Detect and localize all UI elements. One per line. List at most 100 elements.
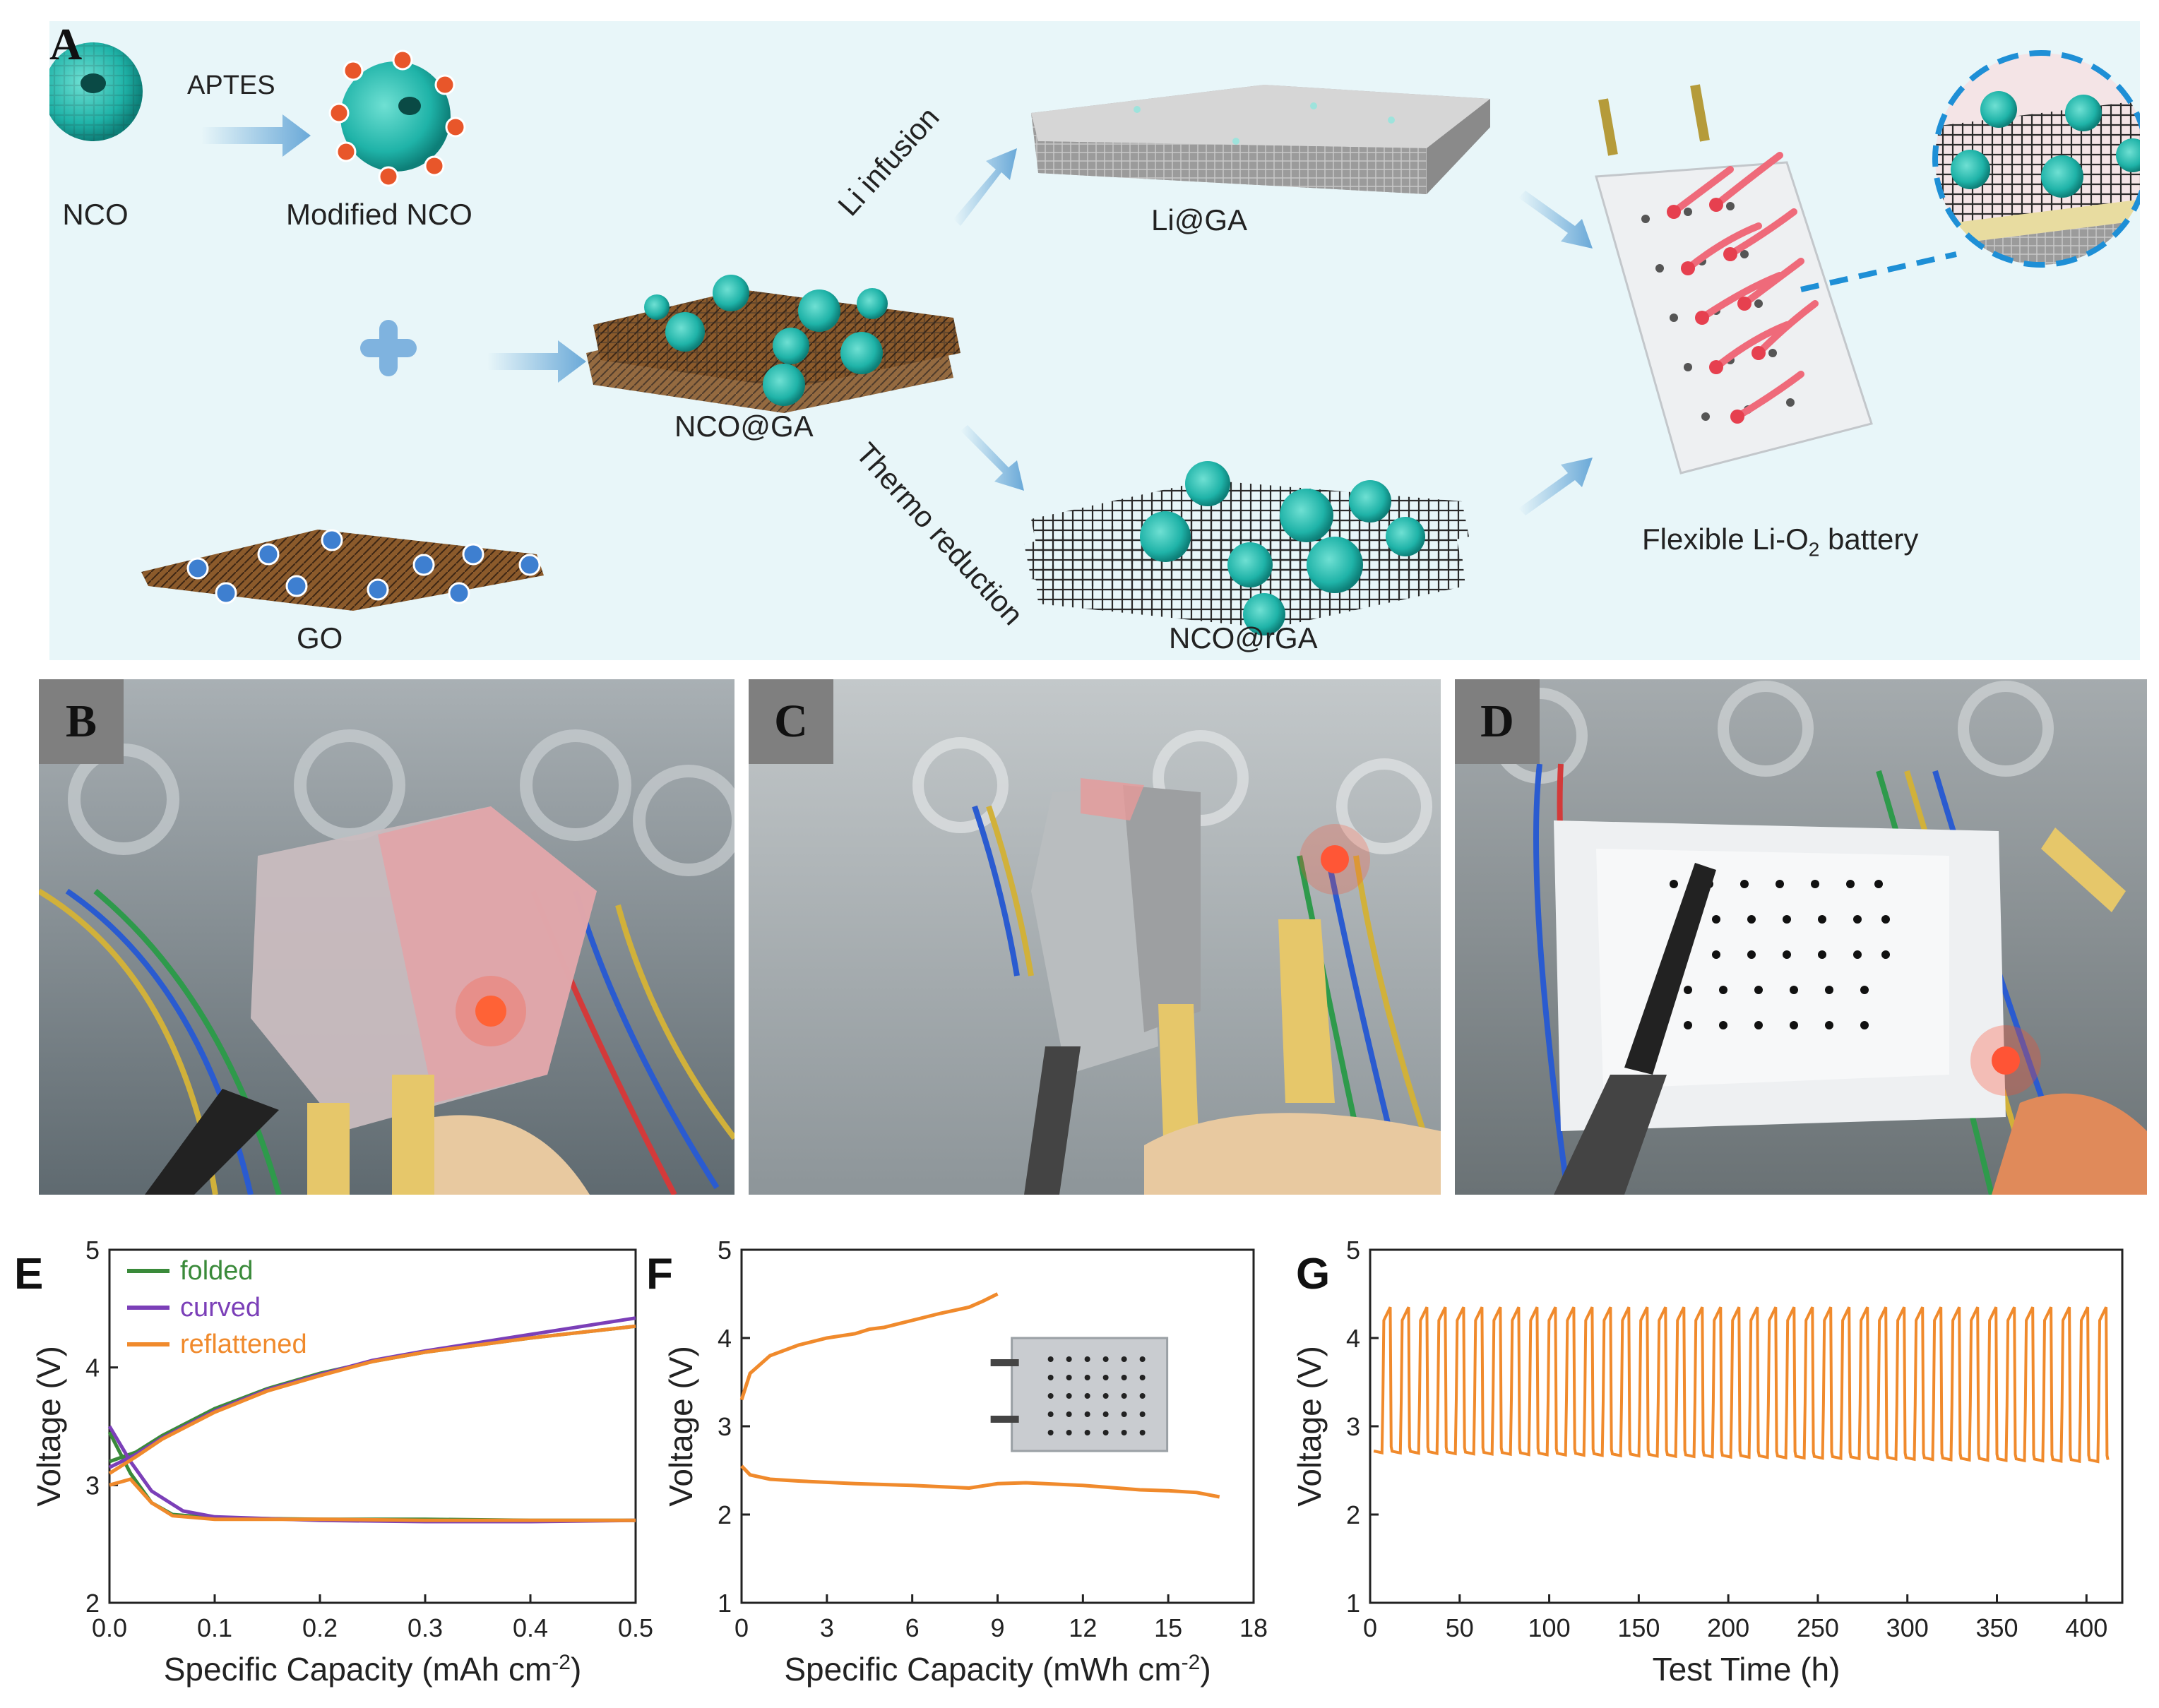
panel-letter-a: A	[49, 19, 83, 69]
inset-hole	[1066, 1393, 1072, 1399]
inset-hole	[1066, 1411, 1072, 1417]
inset-hole	[1047, 1411, 1054, 1417]
inset-hole	[1047, 1430, 1054, 1435]
photo-c-letter-box: C	[749, 679, 833, 764]
schematic-panel-a: NCO APTES Modified NCO GO NCO@GA Li infu…	[44, 21, 2150, 660]
x-tick-label: 0.2	[302, 1613, 338, 1642]
photo-b-illustration	[39, 679, 734, 1195]
x-tick-label: 350	[1975, 1613, 2018, 1642]
x-tick-label: 15	[1154, 1613, 1182, 1642]
x-tick-label: 6	[905, 1613, 920, 1642]
y-tick-label: 5	[85, 1236, 100, 1265]
to-battery-arrow-top	[1518, 191, 1593, 249]
inset-hole	[1084, 1375, 1090, 1380]
series-discharge-line	[107, 1425, 636, 1524]
series-line	[1373, 1306, 2110, 1464]
thermo-arrow	[960, 425, 1024, 491]
label-flexible-battery: Flexible Li-O2 battery	[1642, 522, 1918, 561]
x-tick-label: 12	[1069, 1613, 1097, 1642]
inset-hole	[1102, 1411, 1109, 1417]
x-axis-label: Specific Capacity (mAh cm-2)	[164, 1651, 582, 1688]
inset-hole	[1084, 1430, 1090, 1435]
inset-hole	[1139, 1430, 1146, 1435]
inset-hole	[1047, 1356, 1054, 1362]
battery-label-suffix: battery	[1819, 522, 1919, 556]
x-axis-label: Test Time (h)	[1653, 1651, 1840, 1688]
series-discharge-line	[740, 1464, 1220, 1499]
panel-letter-d: D	[1480, 695, 1514, 747]
panel-letter-c: C	[774, 695, 808, 747]
label-li-ga: Li@GA	[1151, 203, 1248, 237]
label-nco-ga: NCO@GA	[674, 410, 814, 443]
zoom-line	[1800, 251, 1957, 292]
inset-hole	[1047, 1375, 1054, 1380]
label-nco: NCO	[62, 198, 129, 231]
photo-d-illustration	[1455, 679, 2147, 1195]
x-tick-label: 250	[1797, 1613, 1839, 1642]
x-axis-label-sup: -2	[1182, 1651, 1201, 1674]
x-tick-label: 0.1	[197, 1613, 232, 1642]
x-tick-label: 18	[1239, 1613, 1268, 1642]
photo-panel-b: B	[39, 679, 734, 1195]
inset-hole	[1121, 1411, 1127, 1417]
y-tick-label: 5	[1346, 1236, 1360, 1265]
inset-hole	[1139, 1375, 1146, 1380]
inset-hole	[1066, 1356, 1072, 1362]
y-tick-label: 3	[1346, 1412, 1360, 1441]
photo-panel-c: C	[749, 679, 1441, 1195]
label-aptes: APTES	[187, 71, 275, 100]
x-tick-label: 0.4	[513, 1613, 548, 1642]
y-tick-label: 1	[718, 1589, 732, 1618]
x-tick-label: 150	[1617, 1613, 1660, 1642]
battery-pouch	[1595, 84, 1873, 474]
li-infusion-arrow	[953, 148, 1017, 226]
series-charge-line	[739, 1292, 999, 1401]
inset-hole	[1121, 1375, 1127, 1380]
label-go: GO	[297, 621, 343, 655]
inset-hole	[1084, 1356, 1090, 1362]
x-axis-label-main: Test Time (h)	[1653, 1651, 1840, 1688]
label-modified-nco: Modified NCO	[286, 198, 472, 231]
x-tick-label: 0.0	[92, 1613, 127, 1642]
x-axis-label-main: Specific Capacity (mAh cm	[164, 1651, 552, 1688]
x-tick-label: 0.5	[618, 1613, 653, 1642]
inset-hole	[1139, 1356, 1146, 1362]
y-axis-label: Voltage (V)	[1291, 1346, 1328, 1507]
inset-hole	[1102, 1356, 1109, 1362]
inset-hole	[1102, 1375, 1109, 1380]
inset-hole	[1084, 1411, 1090, 1417]
y-tick-label: 4	[85, 1354, 100, 1382]
aptes-arrow	[201, 114, 311, 157]
y-tick-label: 4	[718, 1324, 732, 1353]
inset-hole	[1121, 1430, 1127, 1435]
photo-panel-d: D	[1455, 679, 2147, 1195]
mixing-arrow	[487, 340, 586, 383]
inset-hole	[1047, 1393, 1054, 1399]
panel-letter-f: F	[646, 1250, 673, 1298]
inset-hole	[1066, 1430, 1072, 1435]
x-axis-label-main: Specific Capacity (mWh cm	[784, 1651, 1181, 1688]
x-axis-label: Specific Capacity (mWh cm-2)	[784, 1651, 1211, 1688]
y-tick-label: 2	[85, 1589, 100, 1618]
plot-frame	[740, 1248, 1255, 1604]
y-tick-label: 3	[85, 1471, 100, 1500]
x-tick-label: 0	[734, 1613, 749, 1642]
y-tick-label: 3	[718, 1412, 732, 1441]
inset-hole	[1121, 1356, 1127, 1362]
panel-letter-b: B	[65, 695, 97, 747]
go-sheet	[141, 529, 544, 611]
inset-hole	[1121, 1393, 1127, 1399]
y-tick-label: 2	[1346, 1500, 1360, 1529]
x-tick-label: 300	[1886, 1613, 1929, 1642]
x-axis-label-close: )	[1200, 1651, 1211, 1688]
plus-icon	[360, 320, 417, 376]
series-discharge-line	[109, 1477, 636, 1522]
inset-hole	[1066, 1375, 1072, 1380]
y-axis-label: Voltage (V)	[662, 1346, 699, 1507]
photo-d-letter-box: D	[1455, 679, 1540, 764]
inset-hole	[1084, 1393, 1090, 1399]
